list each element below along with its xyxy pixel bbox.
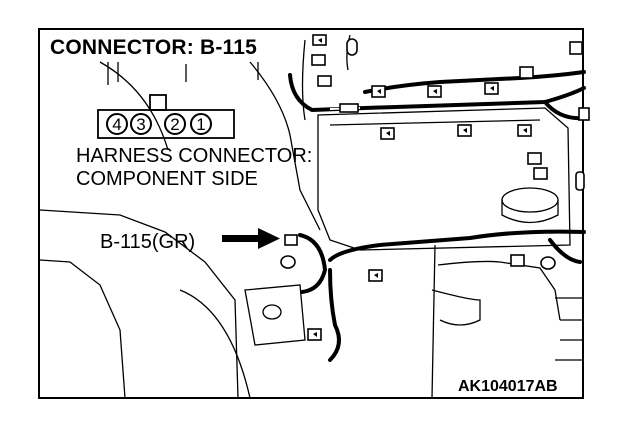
pin-label: 3 (130, 113, 152, 135)
callout-label: B-115(GR) (100, 231, 196, 253)
component-side-label: COMPONENT SIDE (76, 168, 258, 190)
pin-label: 4 (106, 113, 128, 135)
pin-label: 2 (164, 113, 186, 135)
pin-label: 1 (190, 113, 212, 135)
connector-title: CONNECTOR: B-115 (50, 36, 258, 59)
figure-code: AK104017AB (458, 378, 558, 395)
harness-connector-label: HARNESS CONNECTOR: (76, 145, 313, 167)
